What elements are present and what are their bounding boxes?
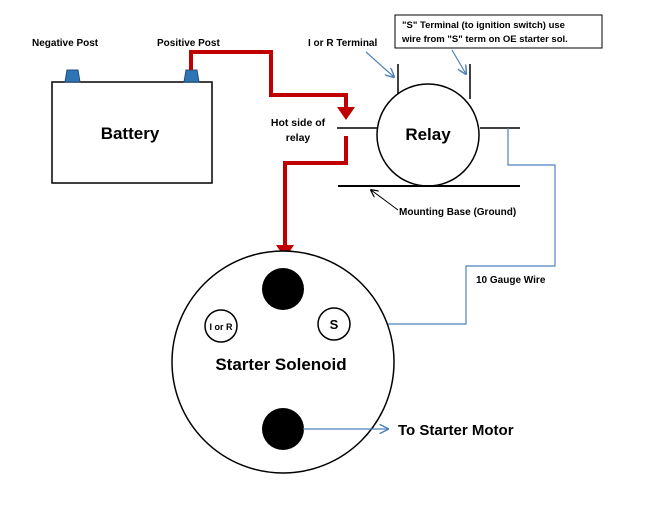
s-terminal-note-line1: "S" Terminal (to ignition switch) use xyxy=(402,20,565,31)
hot-side-label-line1: Hot side of xyxy=(271,117,326,129)
positive-post xyxy=(183,69,200,83)
mounting-base-pointer xyxy=(371,190,399,211)
s-terminal-pointer xyxy=(451,49,466,74)
negative-post-label: Negative Post xyxy=(32,38,99,49)
gauge-wire xyxy=(357,128,556,324)
s-terminal-note-box xyxy=(394,14,603,49)
i-or-r-terminal-pointer xyxy=(365,51,394,77)
solenoid-s-terminal xyxy=(317,307,351,341)
i-or-r-terminal-label: I or R Terminal xyxy=(308,38,377,49)
relay: Relay xyxy=(337,64,520,187)
mounting-base-label: Mounting Base (Ground) xyxy=(399,207,516,218)
solenoid-body xyxy=(171,250,395,474)
battery: Battery xyxy=(51,69,213,184)
gauge-wire-label: 10 Gauge Wire xyxy=(476,275,546,286)
solenoid-s-label: S xyxy=(330,317,339,332)
starter-motor-label: To Starter Motor xyxy=(398,422,514,439)
s-terminal-note-line2: wire from "S" term on OE starter sol. xyxy=(401,34,568,45)
solenoid-i-or-r-terminal xyxy=(204,309,238,343)
positive-post-label: Positive Post xyxy=(157,38,220,49)
solenoid-battery-stud xyxy=(262,268,304,310)
negative-post xyxy=(64,69,81,83)
starter-solenoid: I or R S Starter Solenoid xyxy=(171,250,395,474)
s-terminal-note: "S" Terminal (to ignition switch) use wi… xyxy=(394,14,603,49)
solenoid-motor-stud xyxy=(262,408,304,450)
power-wires xyxy=(189,50,355,258)
relay-label: Relay xyxy=(405,125,451,144)
battery-to-relay-wire xyxy=(189,50,348,112)
relay-hot-arrowhead xyxy=(337,107,355,120)
solenoid-label: Starter Solenoid xyxy=(215,355,346,374)
solenoid-i-or-r-label: I or R xyxy=(209,322,233,332)
relay-to-solenoid-wire xyxy=(283,136,348,250)
battery-label: Battery xyxy=(101,124,160,143)
battery-body xyxy=(51,81,213,184)
hot-side-label-line2: relay xyxy=(286,132,311,144)
